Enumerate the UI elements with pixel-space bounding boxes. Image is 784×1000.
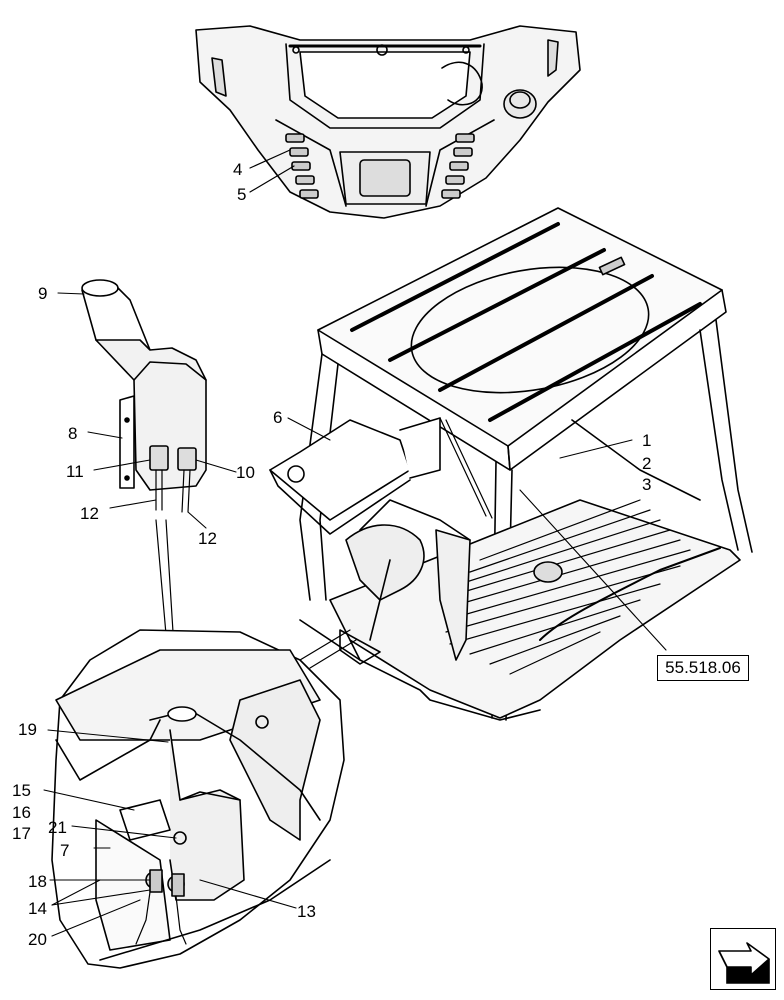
callout-21: 21 xyxy=(48,818,67,837)
callout-16: 16 xyxy=(12,803,31,822)
callout-13: 13 xyxy=(297,902,316,921)
reference-link[interactable]: 55.518.06 xyxy=(657,655,749,681)
callout-17: 17 xyxy=(12,824,31,843)
callout-14: 14 xyxy=(28,899,47,918)
callout-6: 6 xyxy=(273,408,282,427)
callout-2: 2 xyxy=(642,454,651,473)
callout-7: 7 xyxy=(60,841,69,860)
callout-11: 11 xyxy=(66,462,84,481)
callout-labels: 1 2 3 4 5 6 7 8 9 10 11 12 12 13 14 15 1… xyxy=(12,160,651,949)
callout-18: 18 xyxy=(28,872,47,891)
callout-9: 9 xyxy=(38,284,47,303)
callout-3: 3 xyxy=(642,475,651,494)
arrow-icon[interactable] xyxy=(710,928,776,990)
washer-reservoir xyxy=(81,279,207,513)
callout-19: 19 xyxy=(18,720,37,739)
callout-4: 4 xyxy=(233,160,242,179)
callout-20: 20 xyxy=(28,930,47,949)
leader-lines xyxy=(43,292,667,937)
dashboard-panel xyxy=(195,25,581,219)
callout-15: 15 xyxy=(12,781,31,800)
cab-assembly xyxy=(269,207,753,721)
callout-1: 1 xyxy=(642,431,651,450)
arrow-icon-glyph xyxy=(718,942,770,984)
callout-12a: 12 xyxy=(80,504,99,523)
callout-12b: 12 xyxy=(198,529,217,548)
callout-8: 8 xyxy=(68,424,77,443)
callout-10: 10 xyxy=(236,463,255,482)
callout-5: 5 xyxy=(237,185,246,204)
detail-view xyxy=(51,629,345,969)
